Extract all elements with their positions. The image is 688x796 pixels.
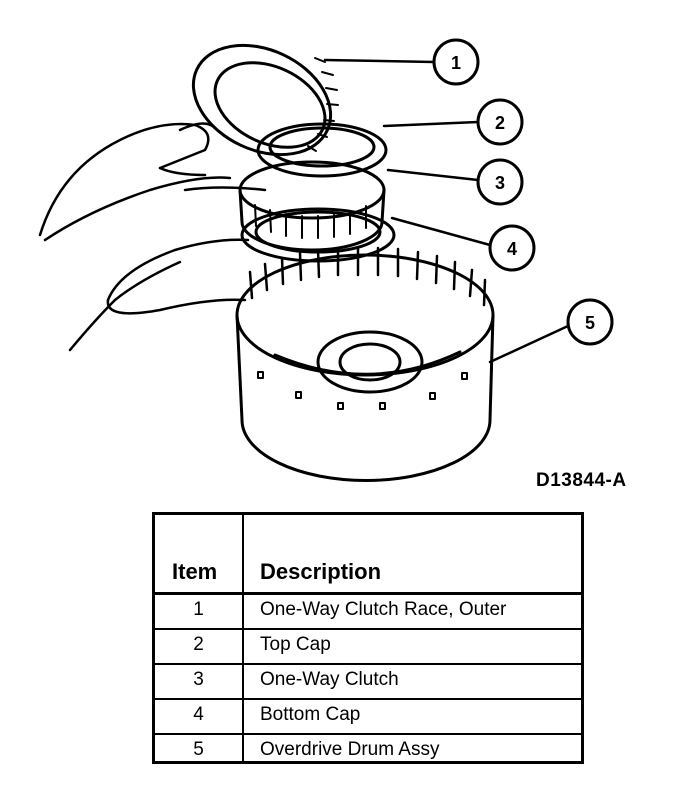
row-description: One-Way Clutch	[260, 669, 399, 690]
table-header: Item Description	[155, 515, 581, 595]
callout-label-2: 2	[495, 113, 505, 133]
callout-circle-2	[476, 98, 524, 146]
row-description: One-Way Clutch Race, Outer	[260, 599, 507, 620]
table-row: 3 One-Way Clutch	[155, 662, 581, 700]
legend-table: Item Description 1 One-Way Clutch Race, …	[152, 512, 584, 764]
exploded-view-illustration: 1 2 3 4 5	[38, 38, 614, 482]
callout-circle-3	[476, 158, 524, 206]
header-item: Item	[172, 559, 218, 584]
row-description: Bottom Cap	[260, 704, 361, 725]
header-description: Description	[260, 559, 382, 584]
one-way-clutch	[238, 160, 386, 252]
hands	[38, 122, 267, 352]
row-item: 2	[193, 634, 204, 655]
callout-label-4: 4	[507, 239, 517, 259]
callout-label-1: 1	[451, 53, 461, 73]
outer-race	[191, 43, 339, 157]
column-divider	[242, 515, 244, 761]
bottom-cap	[240, 207, 396, 263]
callout-label-3: 3	[495, 173, 505, 193]
row-description: Top Cap	[260, 634, 331, 655]
callout-label-5: 5	[585, 313, 595, 333]
callout-circle-1	[432, 38, 480, 86]
row-item: 3	[193, 669, 204, 690]
callout-circle-5	[566, 298, 614, 346]
row-item: 1	[193, 599, 204, 620]
figure-id: D13844-A	[536, 470, 627, 491]
table-row: 5 Overdrive Drum Assy	[155, 732, 581, 768]
row-item: 4	[193, 704, 204, 725]
row-item: 5	[193, 739, 204, 760]
leader-lines	[323, 58, 570, 364]
overdrive-drum	[235, 246, 495, 482]
row-description: Overdrive Drum Assy	[260, 739, 440, 760]
callout-circle-4	[488, 224, 536, 272]
table-row: 4 Bottom Cap	[155, 697, 581, 735]
table-row: 2 Top Cap	[155, 627, 581, 665]
table-row: 1 One-Way Clutch Race, Outer	[155, 592, 581, 630]
